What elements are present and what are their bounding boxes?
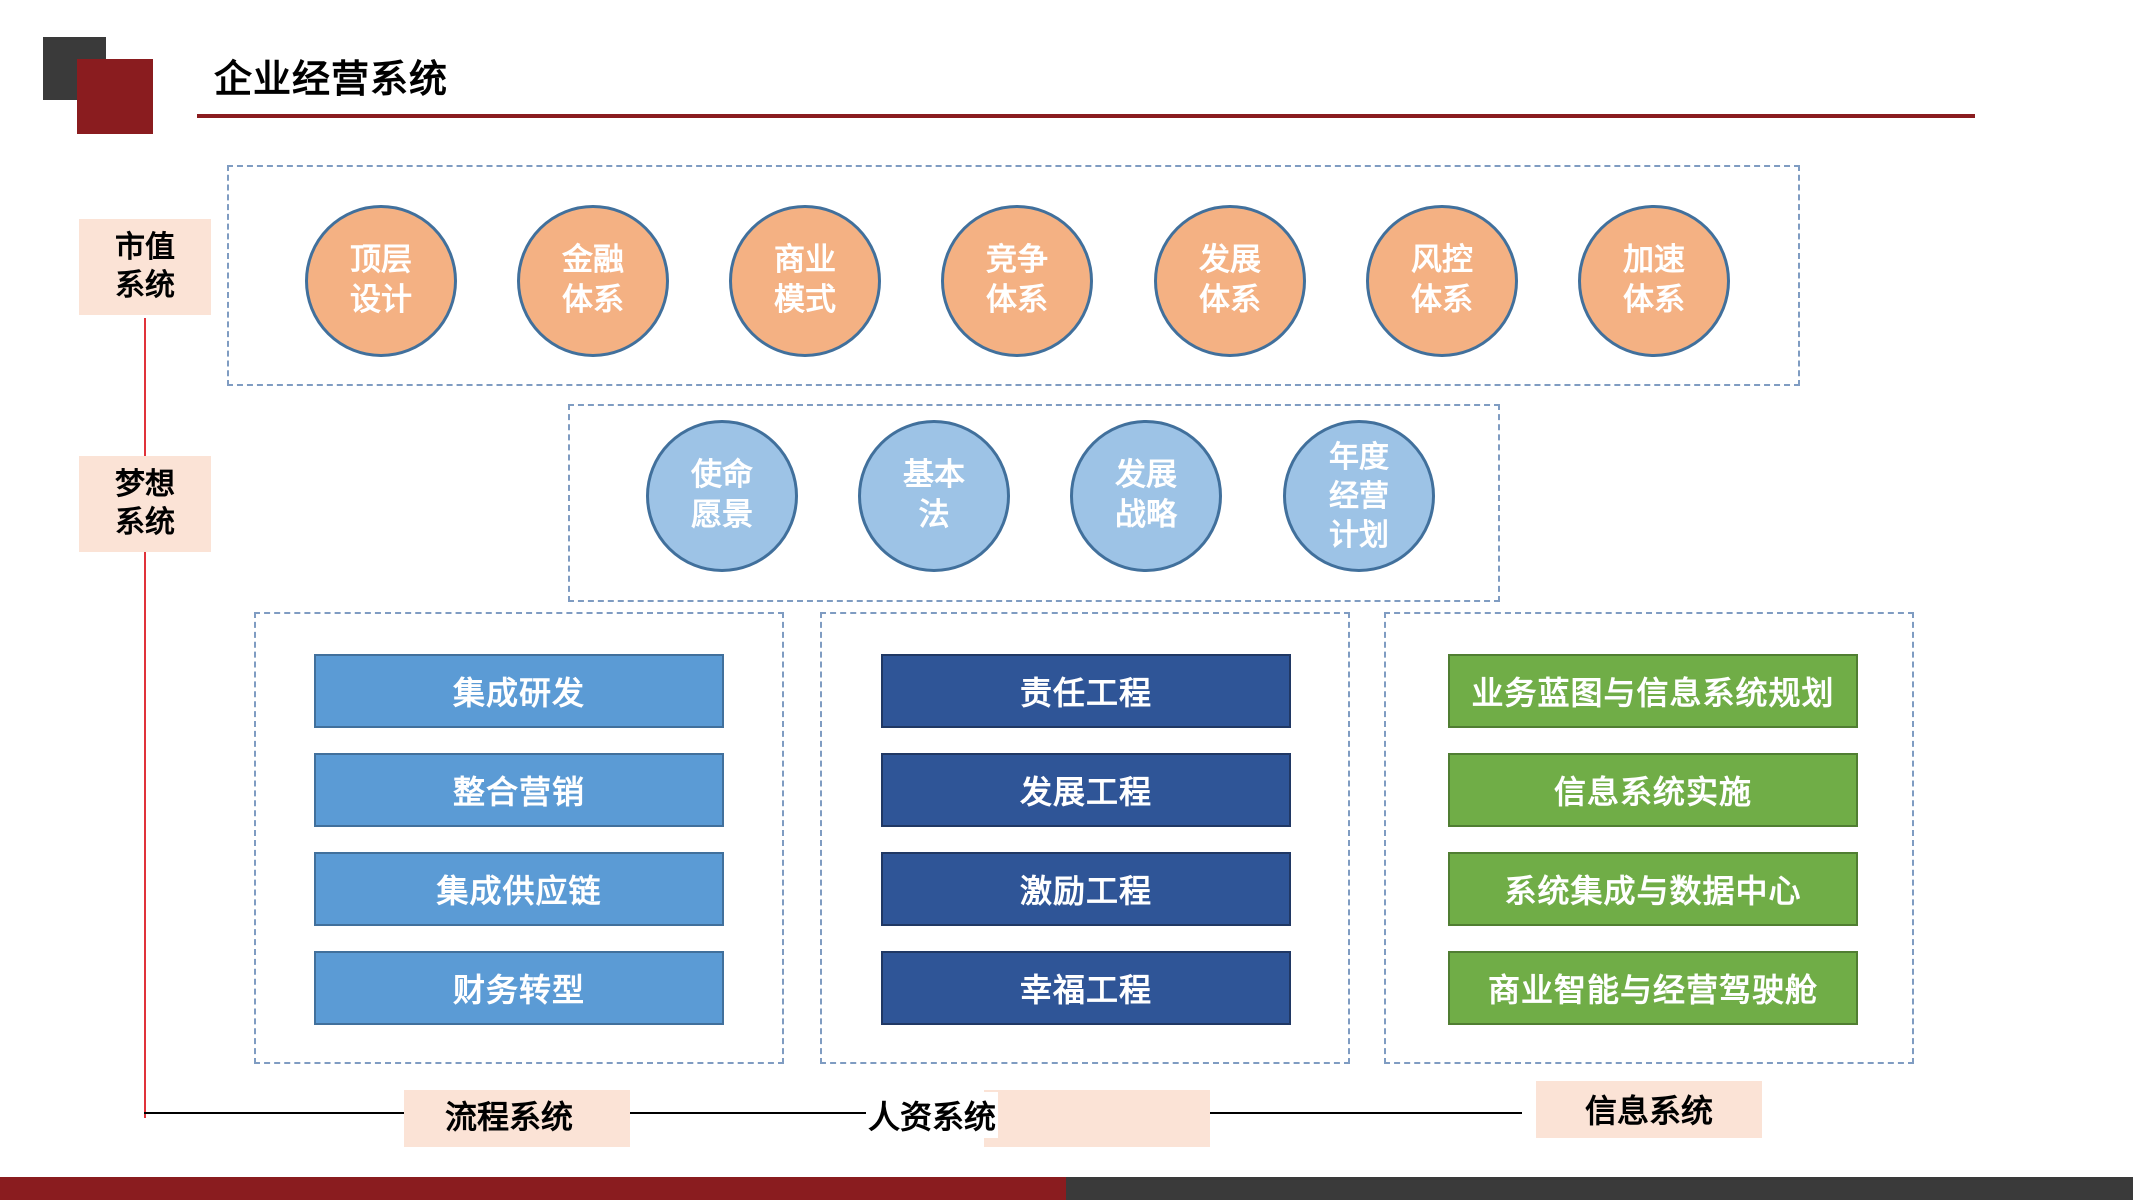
- bar-blueprint-planning: 业务蓝图与信息系统规划: [1448, 654, 1858, 728]
- bar-finance-transformation: 财务转型: [314, 951, 724, 1025]
- bar-integration-data-center: 系统集成与数据中心: [1448, 852, 1858, 926]
- circle-annual-business-plan: 年度 经营 计划: [1283, 420, 1435, 572]
- bar-responsibility-project: 责任工程: [881, 654, 1291, 728]
- hr-system-frame: [820, 612, 1350, 1064]
- side-label-market-value: 市值 系统: [79, 219, 211, 315]
- circle-top-level-design: 顶层 设计: [305, 205, 457, 357]
- dream-system-frame: [568, 404, 1500, 602]
- circle-finance-system: 金融 体系: [517, 205, 669, 357]
- market-value-system-frame: [227, 165, 1800, 386]
- circle-basic-law: 基本 法: [858, 420, 1010, 572]
- info-system-frame: [1384, 612, 1914, 1064]
- circle-risk-control-system: 风控 体系: [1366, 205, 1518, 357]
- footer-bar-red: [0, 1177, 1066, 1200]
- circle-competition-system: 竞争 体系: [941, 205, 1093, 357]
- info-label-background: [1536, 1081, 1762, 1138]
- page-title: 企业经营系统: [214, 57, 449, 101]
- bottom-label-hr-system: 人资系统: [866, 1092, 999, 1138]
- circle-development-system: 发展 体系: [1154, 205, 1306, 357]
- vertical-connector-line: [144, 318, 146, 1118]
- bar-system-implementation: 信息系统实施: [1448, 753, 1858, 827]
- bar-happiness-project: 幸福工程: [881, 951, 1291, 1025]
- bar-integrated-rd: 集成研发: [314, 654, 724, 728]
- horizontal-connector-line: [144, 1112, 1522, 1114]
- bottom-label-process-system: 流程系统: [445, 1098, 574, 1136]
- bottom-label-info-system: 信息系统: [1585, 1092, 1714, 1130]
- side-label-dream: 梦想 系统: [79, 456, 211, 552]
- bar-integrated-marketing: 整合营销: [314, 753, 724, 827]
- circle-mission-vision: 使命 愿景: [646, 420, 798, 572]
- process-system-frame: [254, 612, 784, 1064]
- circle-acceleration-system: 加速 体系: [1578, 205, 1730, 357]
- bar-incentive-project: 激励工程: [881, 852, 1291, 926]
- circle-development-strategy: 发展 战略: [1070, 420, 1222, 572]
- title-divider: [197, 114, 1975, 118]
- footer-bar-dark: [1066, 1177, 2133, 1200]
- circle-business-model: 商业 模式: [729, 205, 881, 357]
- bar-bi-cockpit: 商业智能与经营驾驶舱: [1448, 951, 1858, 1025]
- bar-integrated-supply-chain: 集成供应链: [314, 852, 724, 926]
- process-label-background: [404, 1090, 630, 1147]
- bar-development-project: 发展工程: [881, 753, 1291, 827]
- logo-square-red: [77, 59, 153, 134]
- hr-label-background: [984, 1090, 1210, 1147]
